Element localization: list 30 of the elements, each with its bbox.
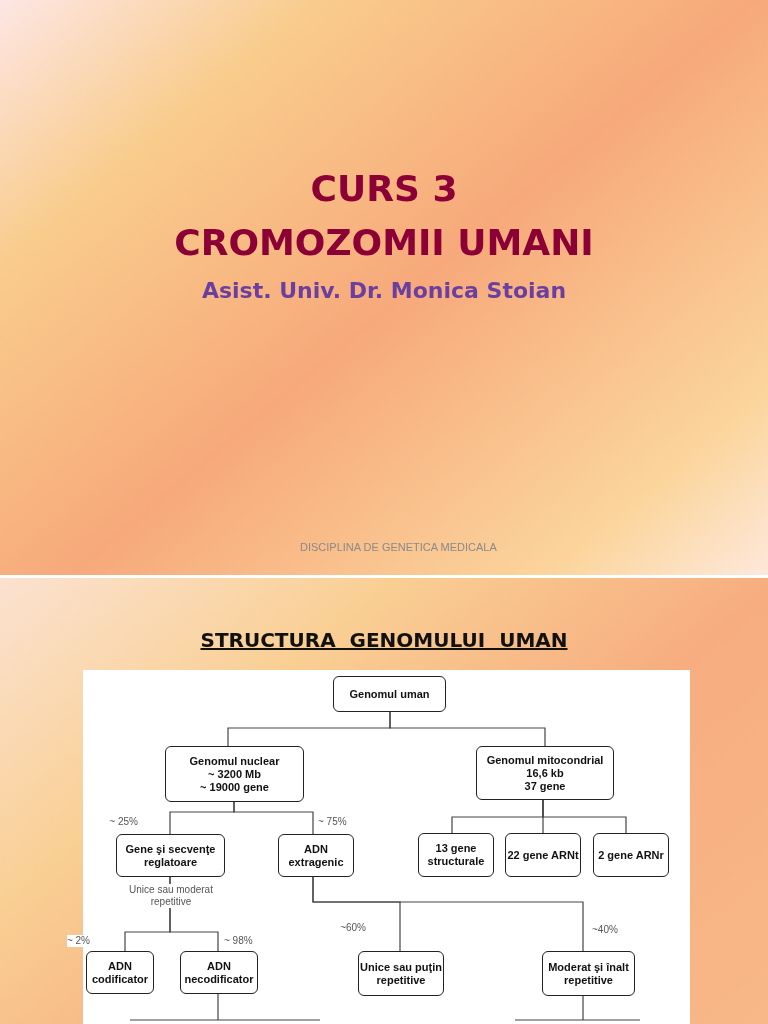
process-box: Gene şi secvenţe reglatoare (116, 834, 225, 877)
process-box: Genomul mitocondrial 16,6 kb 37 gene (476, 746, 614, 800)
process-box: Genomul nuclear ~ 3200 Mb ~ 19000 gene (165, 746, 304, 802)
connector-line (233, 801, 314, 835)
process-box: ADN necodificator (180, 951, 258, 994)
edge-label: ~ 2% (66, 935, 90, 947)
process-box: 13 gene structurale (418, 833, 494, 877)
process-box: Genomul uman (333, 676, 446, 712)
connector-line (129, 993, 321, 1021)
edge-label: ~ 75% (318, 816, 347, 828)
process-box: 2 gene ARNr (593, 833, 669, 877)
slide-heading: STRUCTURA GENOMULUI UMAN (199, 628, 569, 652)
process-box: Moderat şi înalt repetitive (542, 951, 635, 996)
slide-title: CROMOZOMII UMANI (173, 222, 595, 263)
edge-label: ~ 25% (109, 816, 138, 828)
edge-label: ~ 98% (224, 935, 253, 947)
connector-line (312, 876, 584, 952)
process-box: Unice sau puţin repetitive (358, 951, 444, 996)
connector-line (514, 995, 641, 1021)
edge-label: ~40% (592, 924, 618, 936)
edge-label: ~60% (340, 922, 366, 934)
author-name: Asist. Univ. Dr. Monica Stoian (200, 278, 568, 303)
footer-text: DISCIPLINA DE GENETICA MEDICALA (300, 541, 497, 553)
process-box: 22 gene ARNt (505, 833, 581, 877)
connector-line (542, 799, 627, 834)
branch-note: Unice sau moderat repetitive (128, 884, 214, 908)
connector-line (389, 711, 546, 747)
process-box: ADN extragenic (278, 834, 354, 877)
process-box: ADN codificator (86, 951, 154, 994)
slide-title: CURS 3 (309, 168, 459, 209)
